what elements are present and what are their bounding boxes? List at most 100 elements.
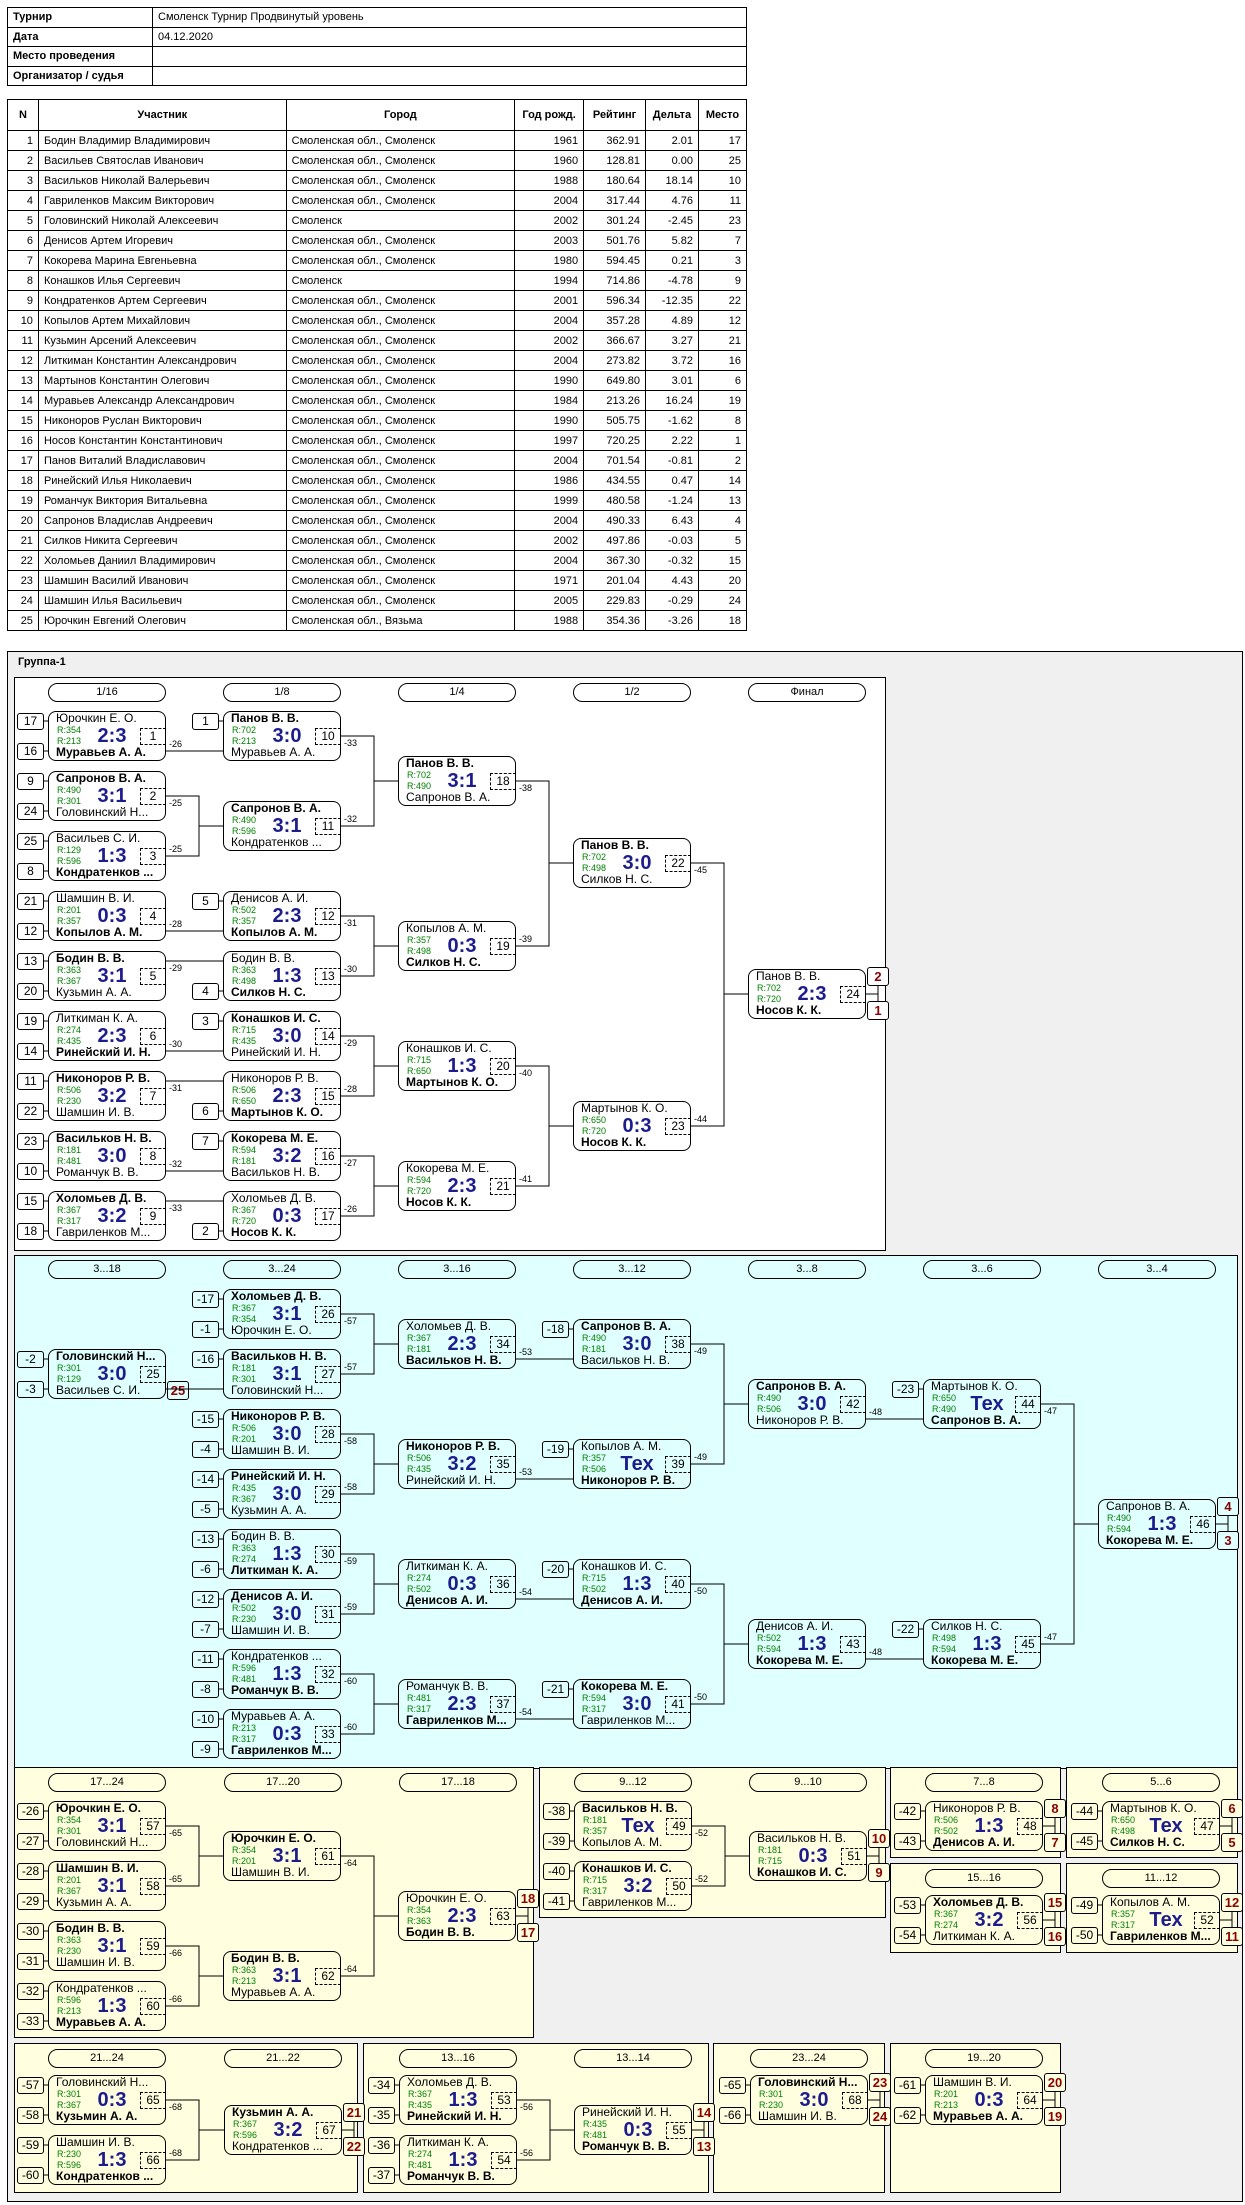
seed-box: -33: [17, 2013, 44, 2030]
participant-cell: 25: [7, 610, 39, 631]
match-score: 3:1: [97, 785, 127, 807]
final-place-badge: 23: [869, 2073, 891, 2092]
loser-destination-label: -44: [694, 1114, 708, 1124]
player-bottom-rating: R:498: [582, 863, 607, 873]
